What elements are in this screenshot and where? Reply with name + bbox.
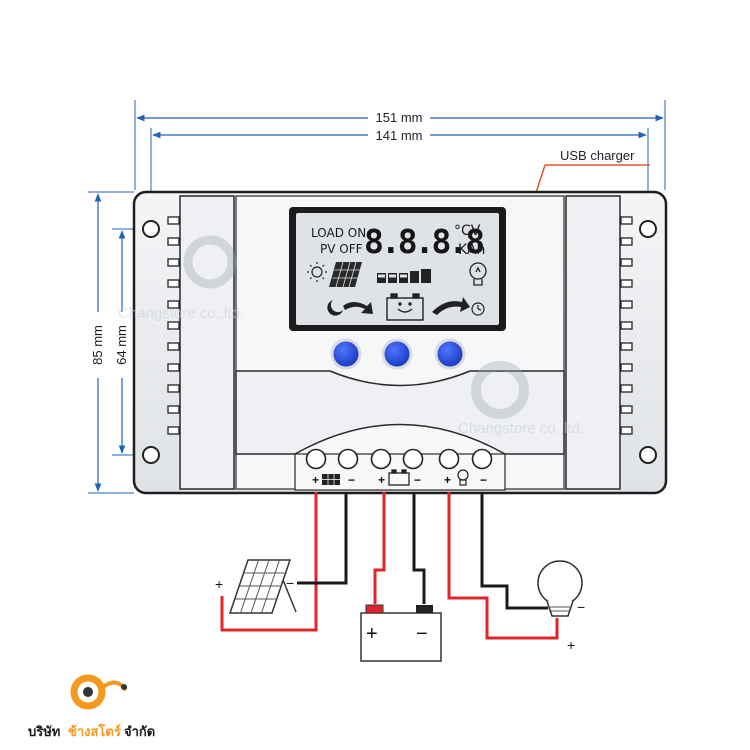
terminal-labels: + − + − + − bbox=[312, 473, 487, 487]
terminal-screw[interactable] bbox=[471, 448, 493, 470]
vent-slot bbox=[620, 405, 633, 414]
vent-slot bbox=[620, 321, 633, 330]
lcd-unit-bottom: KAh bbox=[458, 242, 485, 258]
bulb-icon bbox=[469, 262, 487, 286]
vent-slot bbox=[620, 237, 633, 246]
bulb-plus-wire-label: + bbox=[567, 637, 575, 653]
company-name-part2: ช้างสโตร์ bbox=[68, 723, 121, 740]
vent-slot bbox=[620, 258, 633, 267]
vent-slot bbox=[620, 342, 633, 351]
vent-slot bbox=[620, 216, 633, 225]
vent-slot bbox=[620, 426, 633, 435]
vent-slot bbox=[167, 258, 180, 267]
mounting-holes bbox=[142, 220, 657, 464]
company-name-part3: จำกัด bbox=[124, 724, 155, 740]
watermark-text-1: Changstore co.,ltd. bbox=[118, 305, 244, 322]
vent-slot bbox=[620, 300, 633, 309]
sun-icon bbox=[307, 262, 327, 282]
vent-slot bbox=[167, 300, 180, 309]
watermark-logo bbox=[183, 235, 529, 419]
solar-panel-icon-large bbox=[228, 559, 297, 614]
load-positive-wire bbox=[447, 492, 559, 640]
vent-slot bbox=[620, 384, 633, 393]
button-2[interactable] bbox=[381, 338, 413, 370]
button-3[interactable] bbox=[434, 338, 466, 370]
vent-slot bbox=[167, 342, 180, 351]
battery-positive-wire bbox=[373, 492, 386, 604]
left-vents bbox=[167, 216, 180, 435]
solar-minus-label: − bbox=[348, 473, 355, 487]
vent-slot bbox=[620, 279, 633, 288]
vent-slot bbox=[167, 384, 180, 393]
terminal-bulb-symbol-icon bbox=[457, 469, 469, 486]
vent-slot bbox=[167, 321, 180, 330]
solar-minus-wire-label: − bbox=[286, 575, 294, 591]
battery-icon-large bbox=[360, 604, 442, 662]
terminal-battery-symbol-icon bbox=[388, 469, 410, 486]
company-logo bbox=[70, 674, 128, 710]
vent-slot bbox=[167, 237, 180, 246]
discharge-arrow-right-icon bbox=[432, 297, 470, 315]
dim-height-total-label: 85 mm bbox=[90, 325, 105, 365]
terminal-solar-symbol-icon bbox=[322, 474, 340, 485]
load-minus-label: − bbox=[480, 473, 487, 487]
button-1[interactable] bbox=[330, 338, 362, 370]
vent-slot bbox=[167, 363, 180, 372]
vent-slot bbox=[167, 279, 180, 288]
right-vents bbox=[620, 216, 633, 435]
control-buttons bbox=[330, 338, 466, 370]
usb-charger-label: USB charger bbox=[560, 148, 635, 163]
wiring bbox=[220, 492, 559, 640]
load-plus-label: + bbox=[444, 473, 451, 487]
battery-minus-label: − bbox=[414, 473, 421, 487]
lcd-pv-off: PV OFF bbox=[320, 242, 363, 256]
charge-arrow-left-icon bbox=[343, 302, 373, 314]
dim-height-holes-label: 64 mm bbox=[114, 325, 129, 365]
terminal-screw[interactable] bbox=[305, 448, 327, 470]
solar-negative-wire bbox=[297, 492, 348, 585]
lcd-unit-top: °CV bbox=[454, 223, 481, 239]
timer-icon bbox=[471, 302, 485, 316]
solar-positive-wire bbox=[220, 492, 318, 632]
lcd-screen bbox=[289, 207, 506, 331]
dim-width-holes-label: 141 mm bbox=[376, 128, 423, 143]
vent-slot bbox=[167, 405, 180, 414]
terminal-screw[interactable] bbox=[337, 448, 359, 470]
dim-width-total-label: 151 mm bbox=[376, 110, 423, 125]
load-negative-wire bbox=[480, 492, 548, 610]
battery-negative-wire bbox=[412, 492, 426, 604]
solar-plus-label: + bbox=[312, 473, 319, 487]
watermark-text-2: Changstore co.,ltd. bbox=[458, 420, 584, 437]
bulb-minus-wire-label: − bbox=[577, 599, 585, 615]
vent-slot bbox=[620, 363, 633, 372]
light-bulb-icon-large bbox=[537, 560, 583, 617]
terminal-screw[interactable] bbox=[370, 448, 392, 470]
dimension-lines bbox=[88, 100, 666, 494]
terminal-screw[interactable] bbox=[438, 448, 460, 470]
terminal-screw[interactable] bbox=[402, 448, 424, 470]
battery-plus-label: + bbox=[378, 473, 385, 487]
company-name-part1: บริษัท bbox=[28, 725, 60, 740]
battery-plus-wire-label: + bbox=[366, 623, 378, 645]
solar-plus-wire-label: + bbox=[215, 576, 223, 592]
solar-panel-icon bbox=[329, 261, 362, 288]
lcd-digits: 8.8.8.8 bbox=[364, 222, 483, 261]
vent-slot bbox=[167, 216, 180, 225]
moon-icon bbox=[327, 300, 343, 316]
battery-face-icon bbox=[386, 293, 424, 321]
terminal-screws bbox=[305, 448, 493, 470]
lcd-load-on: LOAD ON bbox=[311, 226, 366, 240]
battery-minus-wire-label: − bbox=[416, 623, 428, 645]
vent-slot bbox=[167, 426, 180, 435]
battery-level-icon bbox=[377, 269, 431, 283]
